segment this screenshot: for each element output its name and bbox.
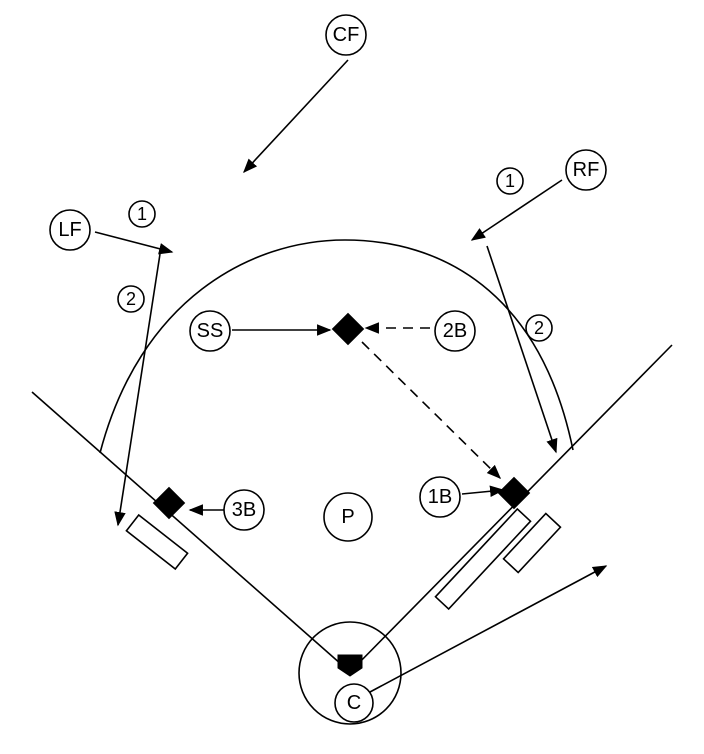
home-plate: [337, 654, 363, 677]
bases: [152, 312, 531, 677]
player-label: LF: [58, 219, 81, 241]
right-dugout-box: [502, 512, 562, 574]
player-lf: LF: [49, 209, 91, 251]
step-circle: [496, 167, 524, 195]
field: [31, 239, 673, 725]
lf-arrow-step1: [94, 231, 174, 255]
left-foul-line: [31, 391, 351, 673]
third-base-marker: [152, 486, 186, 520]
player-circle: [323, 492, 373, 542]
player-label: RF: [573, 159, 600, 181]
player-p: P: [323, 492, 373, 542]
player-circle: [223, 489, 265, 531]
step-circle: [128, 200, 156, 228]
home-plate-circle: [298, 621, 402, 725]
player-circle: [565, 149, 607, 191]
step-number: 1: [137, 204, 147, 224]
lf-step1-marker: 1: [128, 200, 156, 228]
cf-arrow: [243, 59, 349, 174]
lf-step2-marker: 2: [117, 285, 145, 313]
player-label: P: [341, 506, 354, 528]
right-foul-line: [349, 344, 673, 673]
step-circle: [117, 285, 145, 313]
player-2b: 2B: [434, 310, 476, 352]
first-base-coach-box: [434, 507, 532, 611]
player-circle: [419, 476, 461, 518]
step-number: 2: [534, 318, 544, 338]
1b-arrow: [461, 485, 505, 497]
player-label: 1B: [428, 486, 452, 508]
player-label: 2B: [443, 320, 467, 342]
rf-arrow-step2: [486, 245, 558, 454]
first-base-marker: [497, 476, 531, 510]
step-number: 2: [126, 289, 136, 309]
player-label: SS: [197, 320, 224, 342]
infield-arc: [99, 239, 574, 454]
player-1b: 1B: [419, 476, 461, 518]
player-c: C: [334, 683, 374, 723]
step-circle: [525, 314, 553, 342]
player-label: C: [347, 692, 361, 714]
player-rf: RF: [565, 149, 607, 191]
player-circle: [334, 683, 374, 723]
left-dugout-box: [125, 513, 189, 571]
player-label: CF: [333, 24, 360, 46]
second-base-marker: [331, 312, 365, 346]
player-circle: [189, 310, 231, 352]
rf-step1-marker: 1: [496, 167, 524, 195]
player-cf: CF: [325, 14, 367, 56]
player-ss: SS: [189, 310, 231, 352]
player-circle: [325, 14, 367, 56]
player-circle: [49, 209, 91, 251]
step-number: 1: [505, 171, 515, 191]
rf-arrow-step1: [470, 179, 563, 241]
movement-arrows: [94, 59, 608, 693]
lf-arrow-step2: [114, 253, 161, 527]
player-circle: [434, 310, 476, 352]
rf-step2-marker: 2: [525, 314, 553, 342]
player-3b: 3B: [223, 489, 265, 531]
2b-to-1b-arrow: [361, 341, 502, 480]
player-label: 3B: [232, 499, 256, 521]
catcher-arrow: [369, 565, 608, 693]
